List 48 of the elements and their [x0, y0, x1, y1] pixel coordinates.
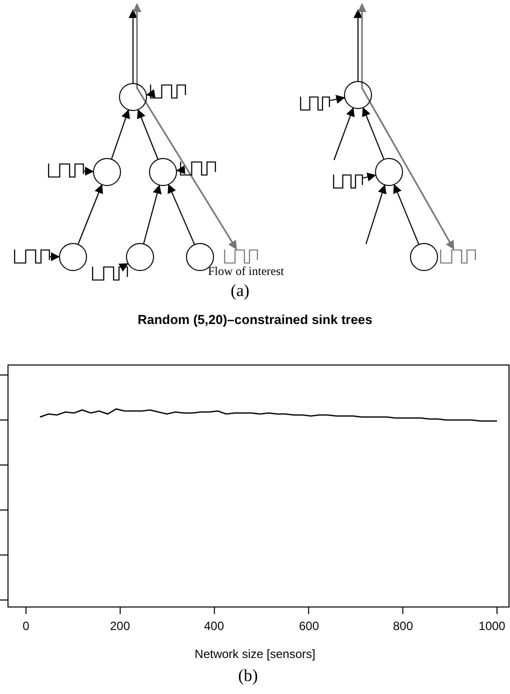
annotation-text: Flow of interest — [208, 265, 284, 277]
arrow — [354, 9, 362, 81]
arrow — [50, 252, 60, 262]
sensor-node-circle — [344, 81, 372, 109]
arrow — [333, 107, 355, 160]
arrow — [84, 166, 94, 176]
square-wave-icon — [180, 161, 216, 176]
square-wave-icon — [440, 249, 476, 264]
arrow — [143, 184, 162, 244]
panel-label: (b) — [238, 667, 258, 684]
tick-label: 200 — [110, 620, 130, 632]
panel-label: (a) — [230, 282, 250, 299]
square-wave-icon — [224, 249, 258, 264]
arrow — [393, 184, 420, 244]
sensor-node-circle — [375, 158, 403, 186]
arrow — [137, 109, 158, 160]
arrow — [78, 184, 103, 244]
square-wave-icon — [92, 266, 128, 281]
arrow — [362, 107, 384, 160]
sensor-node-circle — [410, 243, 438, 271]
arrow — [168, 184, 195, 244]
sensor-node-circle — [149, 158, 177, 186]
arrow — [358, 3, 454, 250]
sensor-node-circle — [93, 158, 121, 186]
square-wave-icon — [333, 174, 363, 189]
arrow — [365, 184, 387, 244]
tick-label: 400 — [204, 620, 224, 632]
tick-label: 1000 — [478, 620, 506, 632]
arrow — [128, 9, 138, 83]
square-wave-icon — [150, 84, 186, 99]
sensor-node-circle — [119, 83, 147, 111]
tick-label: 0 — [22, 620, 30, 632]
arrow — [176, 165, 186, 174]
arrow — [118, 263, 128, 272]
axis-title: Network size [sensors] — [194, 648, 316, 660]
arrow — [111, 109, 130, 159]
arrow — [132, 3, 238, 250]
sensor-node-circle — [126, 243, 154, 271]
sensor-node-circle — [59, 243, 87, 271]
arrow — [362, 172, 376, 182]
chart-title: Random (5,20)–constrained sink trees — [138, 313, 372, 326]
arrow — [330, 94, 346, 104]
square-wave-icon — [300, 96, 330, 111]
arrow — [146, 89, 156, 98]
tick-label: 800 — [392, 620, 414, 632]
tick-label: 600 — [298, 620, 320, 632]
square-wave-icon — [48, 163, 84, 178]
square-wave-icon — [14, 249, 50, 264]
